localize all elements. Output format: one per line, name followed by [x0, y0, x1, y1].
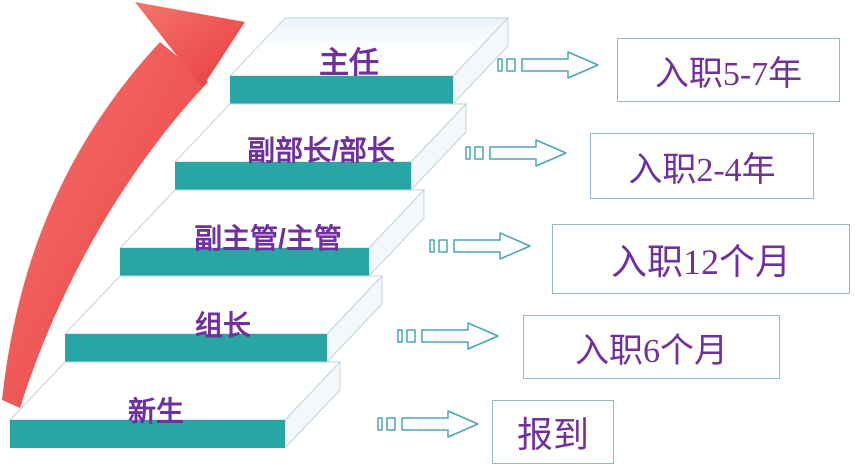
striped-right-arrow-icon: [397, 322, 499, 350]
striped-right-arrow-icon: [429, 232, 531, 260]
step-label: 组长: [194, 310, 252, 341]
duration-box: 入职5-7年: [617, 38, 840, 102]
step-shape: [173, 102, 468, 192]
duration-box: 入职6个月: [523, 315, 780, 379]
duration-box: 报到: [492, 400, 614, 464]
duration-box: 入职12个月: [552, 224, 850, 294]
step-shape: [118, 188, 426, 278]
step-label: 新生: [127, 396, 185, 427]
striped-right-arrow-icon: [497, 51, 599, 79]
striped-right-arrow-icon: [377, 410, 479, 438]
step-shape: [63, 274, 384, 364]
step-shape-top: [228, 16, 510, 106]
step-label: 主任: [319, 47, 379, 80]
step-label: 副主管/主管: [194, 223, 342, 254]
ascending-arrow-icon: [2, 2, 245, 408]
duration-box: 入职2-4年: [590, 133, 814, 199]
striped-right-arrow-icon: [465, 139, 567, 167]
step-shape-bottom: [8, 360, 342, 450]
step-label: 副部长/部长: [247, 135, 395, 166]
